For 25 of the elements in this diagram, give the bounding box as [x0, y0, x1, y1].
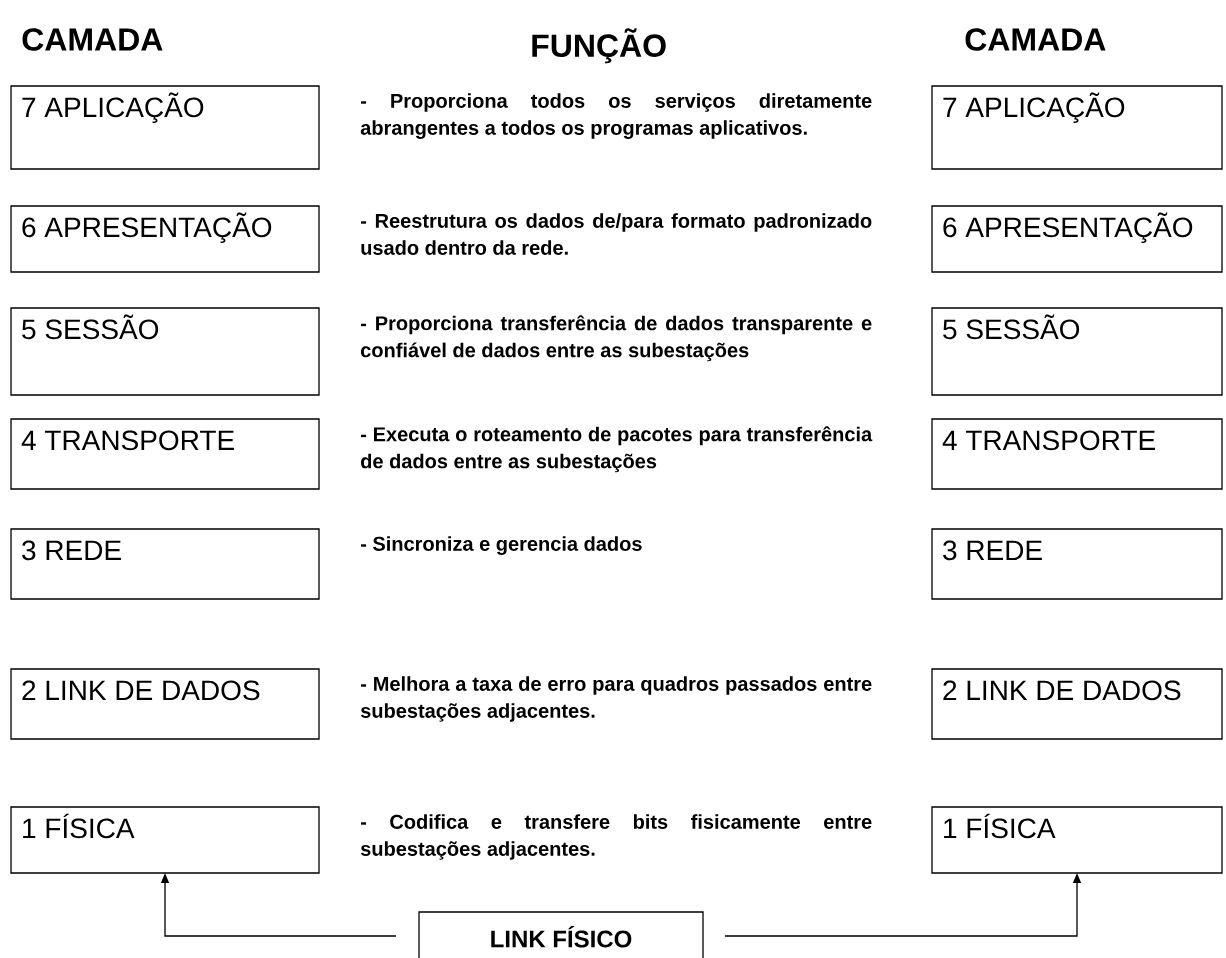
- layer-box: 1 FÍSICA: [931, 806, 1223, 874]
- layer-box: 3 REDE: [931, 528, 1223, 600]
- function-description: - Proporciona transferência de dados transparente e confiável de dados entre as subestações: [361, 315, 872, 362]
- layer-box: 3 REDE: [10, 528, 320, 600]
- layer-box: 2 LINK DE DADOS: [10, 668, 320, 740]
- column-heading: CAMADA: [965, 28, 1106, 51]
- column-heading: FUNÇÃO: [532, 28, 666, 64]
- layer-box: 2 LINK DE DADOS: [931, 668, 1223, 740]
- function-description: - Proporciona todos os serviços diretamente abrangentes a todos os programas aplicativos.: [360, 93, 872, 139]
- function-description: - Codifica e transfere bits fisicamente entre subestações adjacentes.: [360, 814, 872, 860]
- function-description: - Reestrutura os dados de/para formato padronizado usado dentro da rede.: [361, 213, 872, 255]
- function-description: - Melhora a taxa de erro para quadros passados entre subestações adjacentes.: [360, 676, 872, 722]
- layer-box: 4 TRANSPORTE: [931, 418, 1223, 490]
- layer-box: 4 TRANSPORTE: [10, 418, 320, 490]
- layer-box: 5 SESSÃO: [931, 307, 1223, 396]
- layer-box: 7 APLICAÇÃO: [931, 85, 1223, 170]
- column-heading: CAMADA: [22, 28, 163, 51]
- function-description: - Sincroniza e gerencia dados: [361, 536, 642, 555]
- layer-box: 6 APRESENTAÇÃO: [931, 205, 1223, 273]
- function-description: - Executa o roteamento de pacotes para transferência de dados entre as subestações: [361, 426, 873, 473]
- layer-box: 5 SESSÃO: [10, 307, 320, 396]
- link-box: LINK FÍSICO: [418, 911, 704, 958]
- layer-box: 6 APRESENTAÇÃO: [10, 205, 320, 273]
- layer-box: 7 APLICAÇÃO: [10, 85, 320, 170]
- layer-box: 1 FÍSICA: [10, 806, 320, 874]
